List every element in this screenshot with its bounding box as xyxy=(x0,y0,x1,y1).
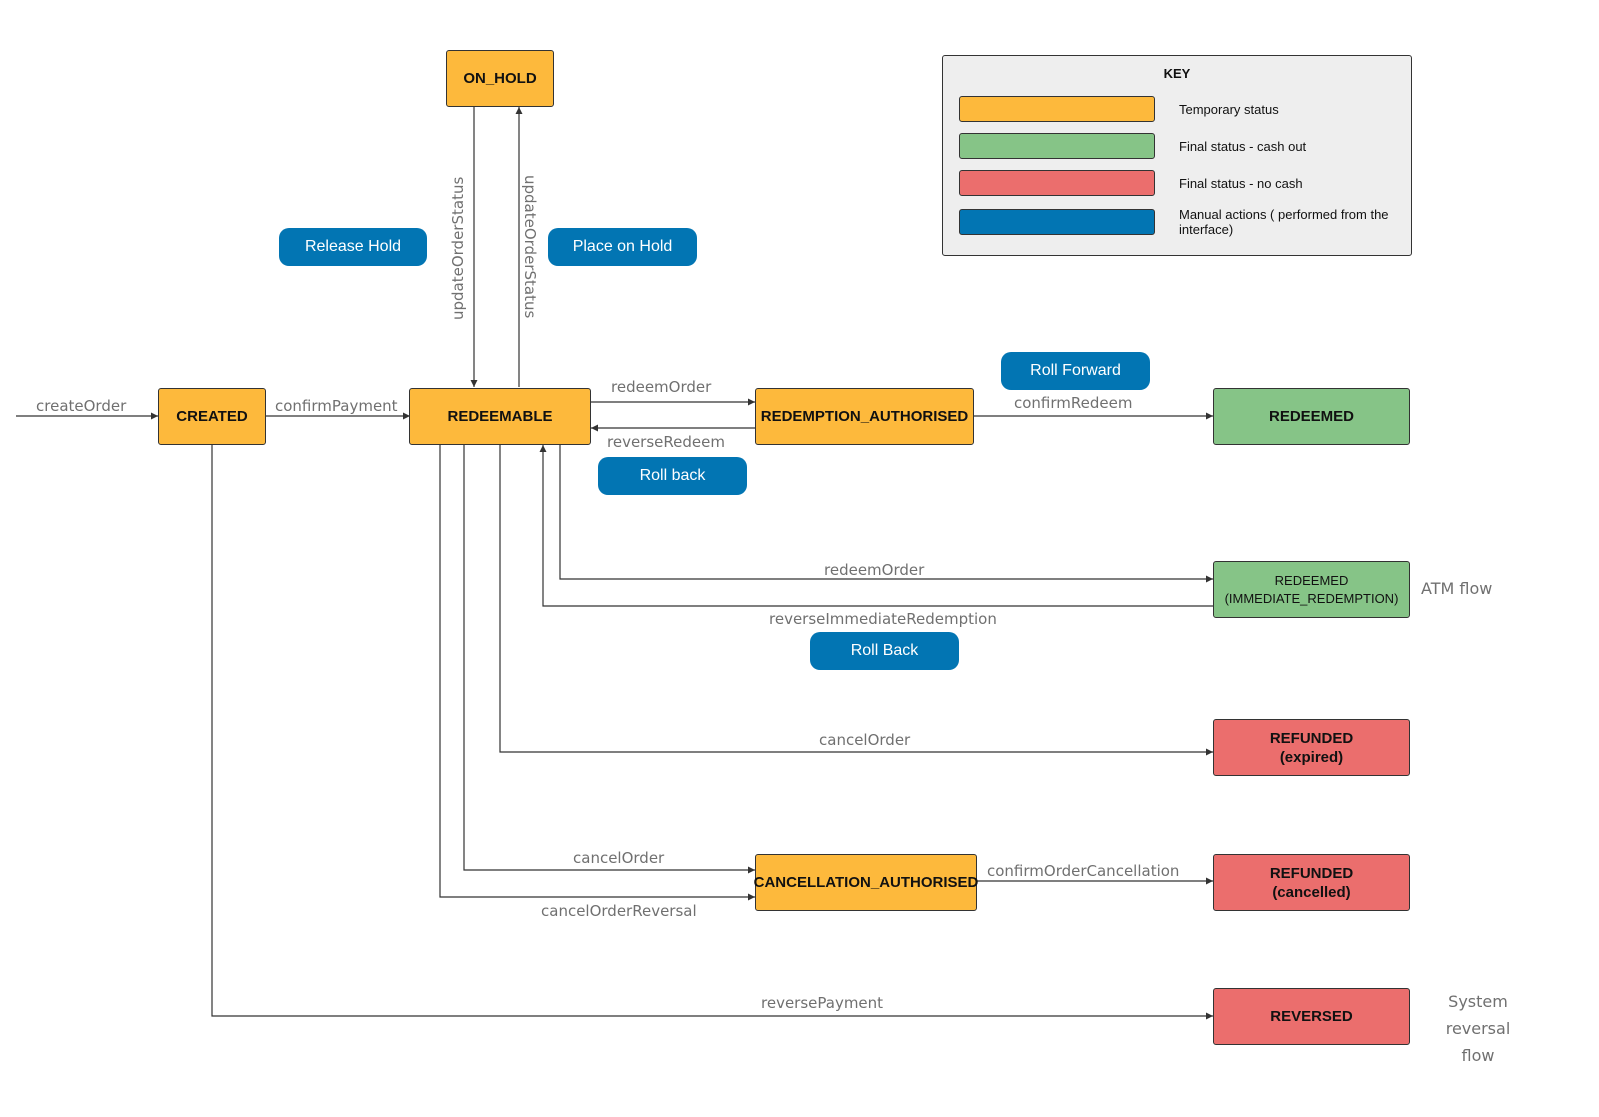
key-swatch-final-cash xyxy=(959,133,1155,159)
node-sublabel: (expired) xyxy=(1279,748,1344,766)
label-confirm-payment: confirmPayment xyxy=(275,397,398,415)
node-refunded-expired: REFUNDED (expired) xyxy=(1213,719,1410,776)
roll-back-immediate-button[interactable]: Roll Back xyxy=(810,632,959,670)
label-cancel-order: cancelOrder xyxy=(573,849,665,867)
edge-reverse-immediate-redemption xyxy=(539,445,1213,607)
label-cancel-order-expired: cancelOrder xyxy=(819,731,911,749)
label-reverse-redeem: reverseRedeem xyxy=(607,433,725,451)
place-on-hold-button[interactable]: Place on Hold xyxy=(548,228,697,266)
edge-reverse-payment xyxy=(211,445,1213,1020)
release-hold-button[interactable]: Release Hold xyxy=(279,228,427,266)
key-swatch-final-no-cash xyxy=(959,170,1155,196)
key-label-temporary: Temporary status xyxy=(1179,102,1279,117)
roll-back-button[interactable]: Roll back xyxy=(598,457,747,495)
node-reversed: REVERSED xyxy=(1213,988,1410,1045)
roll-forward-button[interactable]: Roll Forward xyxy=(1001,352,1150,390)
label-reverse-immediate-redemption: reverseImmediateRedemption xyxy=(769,610,997,628)
node-on-hold: ON_HOLD xyxy=(446,50,554,107)
node-cancellation-authorised: CANCELLATION_AUTHORISED xyxy=(753,854,979,911)
label-update-order-status-up: updateOrderStatus xyxy=(521,175,539,319)
label-redeem-order: redeemOrder xyxy=(611,378,712,396)
label-cancel-order-reversal: cancelOrderReversal xyxy=(541,902,697,920)
key-legend: KEY Temporary status Final status - cash… xyxy=(942,55,1412,256)
node-label: REDEMPTION_AUTHORISED xyxy=(760,408,969,425)
node-label: REDEEMED xyxy=(1274,572,1349,588)
edge-cancel-order-reversal xyxy=(439,445,755,901)
node-redemption-authorised: REDEMPTION_AUTHORISED xyxy=(755,388,974,445)
key-label-manual-action: Manual actions ( performed from the inte… xyxy=(1179,207,1389,237)
note-line: System reversal xyxy=(1445,992,1511,1038)
edge-cancel-order xyxy=(463,445,755,874)
node-sublabel: (IMMEDIATE_REDEMPTION) xyxy=(1224,590,1399,606)
node-label: REVERSED xyxy=(1270,1008,1353,1025)
node-label: REFUNDED xyxy=(1269,864,1354,882)
note-line: flow xyxy=(1461,1046,1495,1065)
key-label-final-cash: Final status - cash out xyxy=(1179,139,1307,154)
node-label: REFUNDED xyxy=(1269,729,1354,747)
node-redeemed: REDEEMED xyxy=(1213,388,1410,445)
label-confirm-redeem: confirmRedeem xyxy=(1014,394,1133,412)
key-title: KEY xyxy=(1163,66,1191,81)
node-created: CREATED xyxy=(158,388,266,445)
key-swatch-manual-action xyxy=(959,209,1155,235)
node-label: CREATED xyxy=(176,408,248,425)
node-label: REDEEMABLE xyxy=(447,408,553,425)
label-redeem-order-immediate: redeemOrder xyxy=(824,561,925,579)
edge-redeem-order-immediate xyxy=(559,445,1213,583)
node-label: ON_HOLD xyxy=(463,70,537,87)
node-refunded-cancelled: REFUNDED (cancelled) xyxy=(1213,854,1410,911)
label-create-order: createOrder xyxy=(36,397,127,415)
note-system-reversal: System reversal flow xyxy=(1416,988,1540,1069)
edge-cancel-order-expired xyxy=(499,445,1213,756)
node-redeemable: REDEEMABLE xyxy=(409,388,591,445)
key-swatch-temporary xyxy=(959,96,1155,122)
node-redeemed-immediate: REDEEMED (IMMEDIATE_REDEMPTION) xyxy=(1213,561,1410,618)
node-sublabel: (cancelled) xyxy=(1272,883,1351,901)
label-update-order-status-down: updateOrderStatus xyxy=(449,176,467,320)
label-reverse-payment: reversePayment xyxy=(761,994,884,1012)
key-label-final-no-cash: Final status - no cash xyxy=(1179,176,1303,191)
label-confirm-order-cancellation: confirmOrderCancellation xyxy=(987,862,1180,880)
node-label: CANCELLATION_AUTHORISED xyxy=(753,874,979,891)
note-atm-flow: ATM flow xyxy=(1421,579,1493,598)
node-label: REDEEMED xyxy=(1268,408,1354,425)
